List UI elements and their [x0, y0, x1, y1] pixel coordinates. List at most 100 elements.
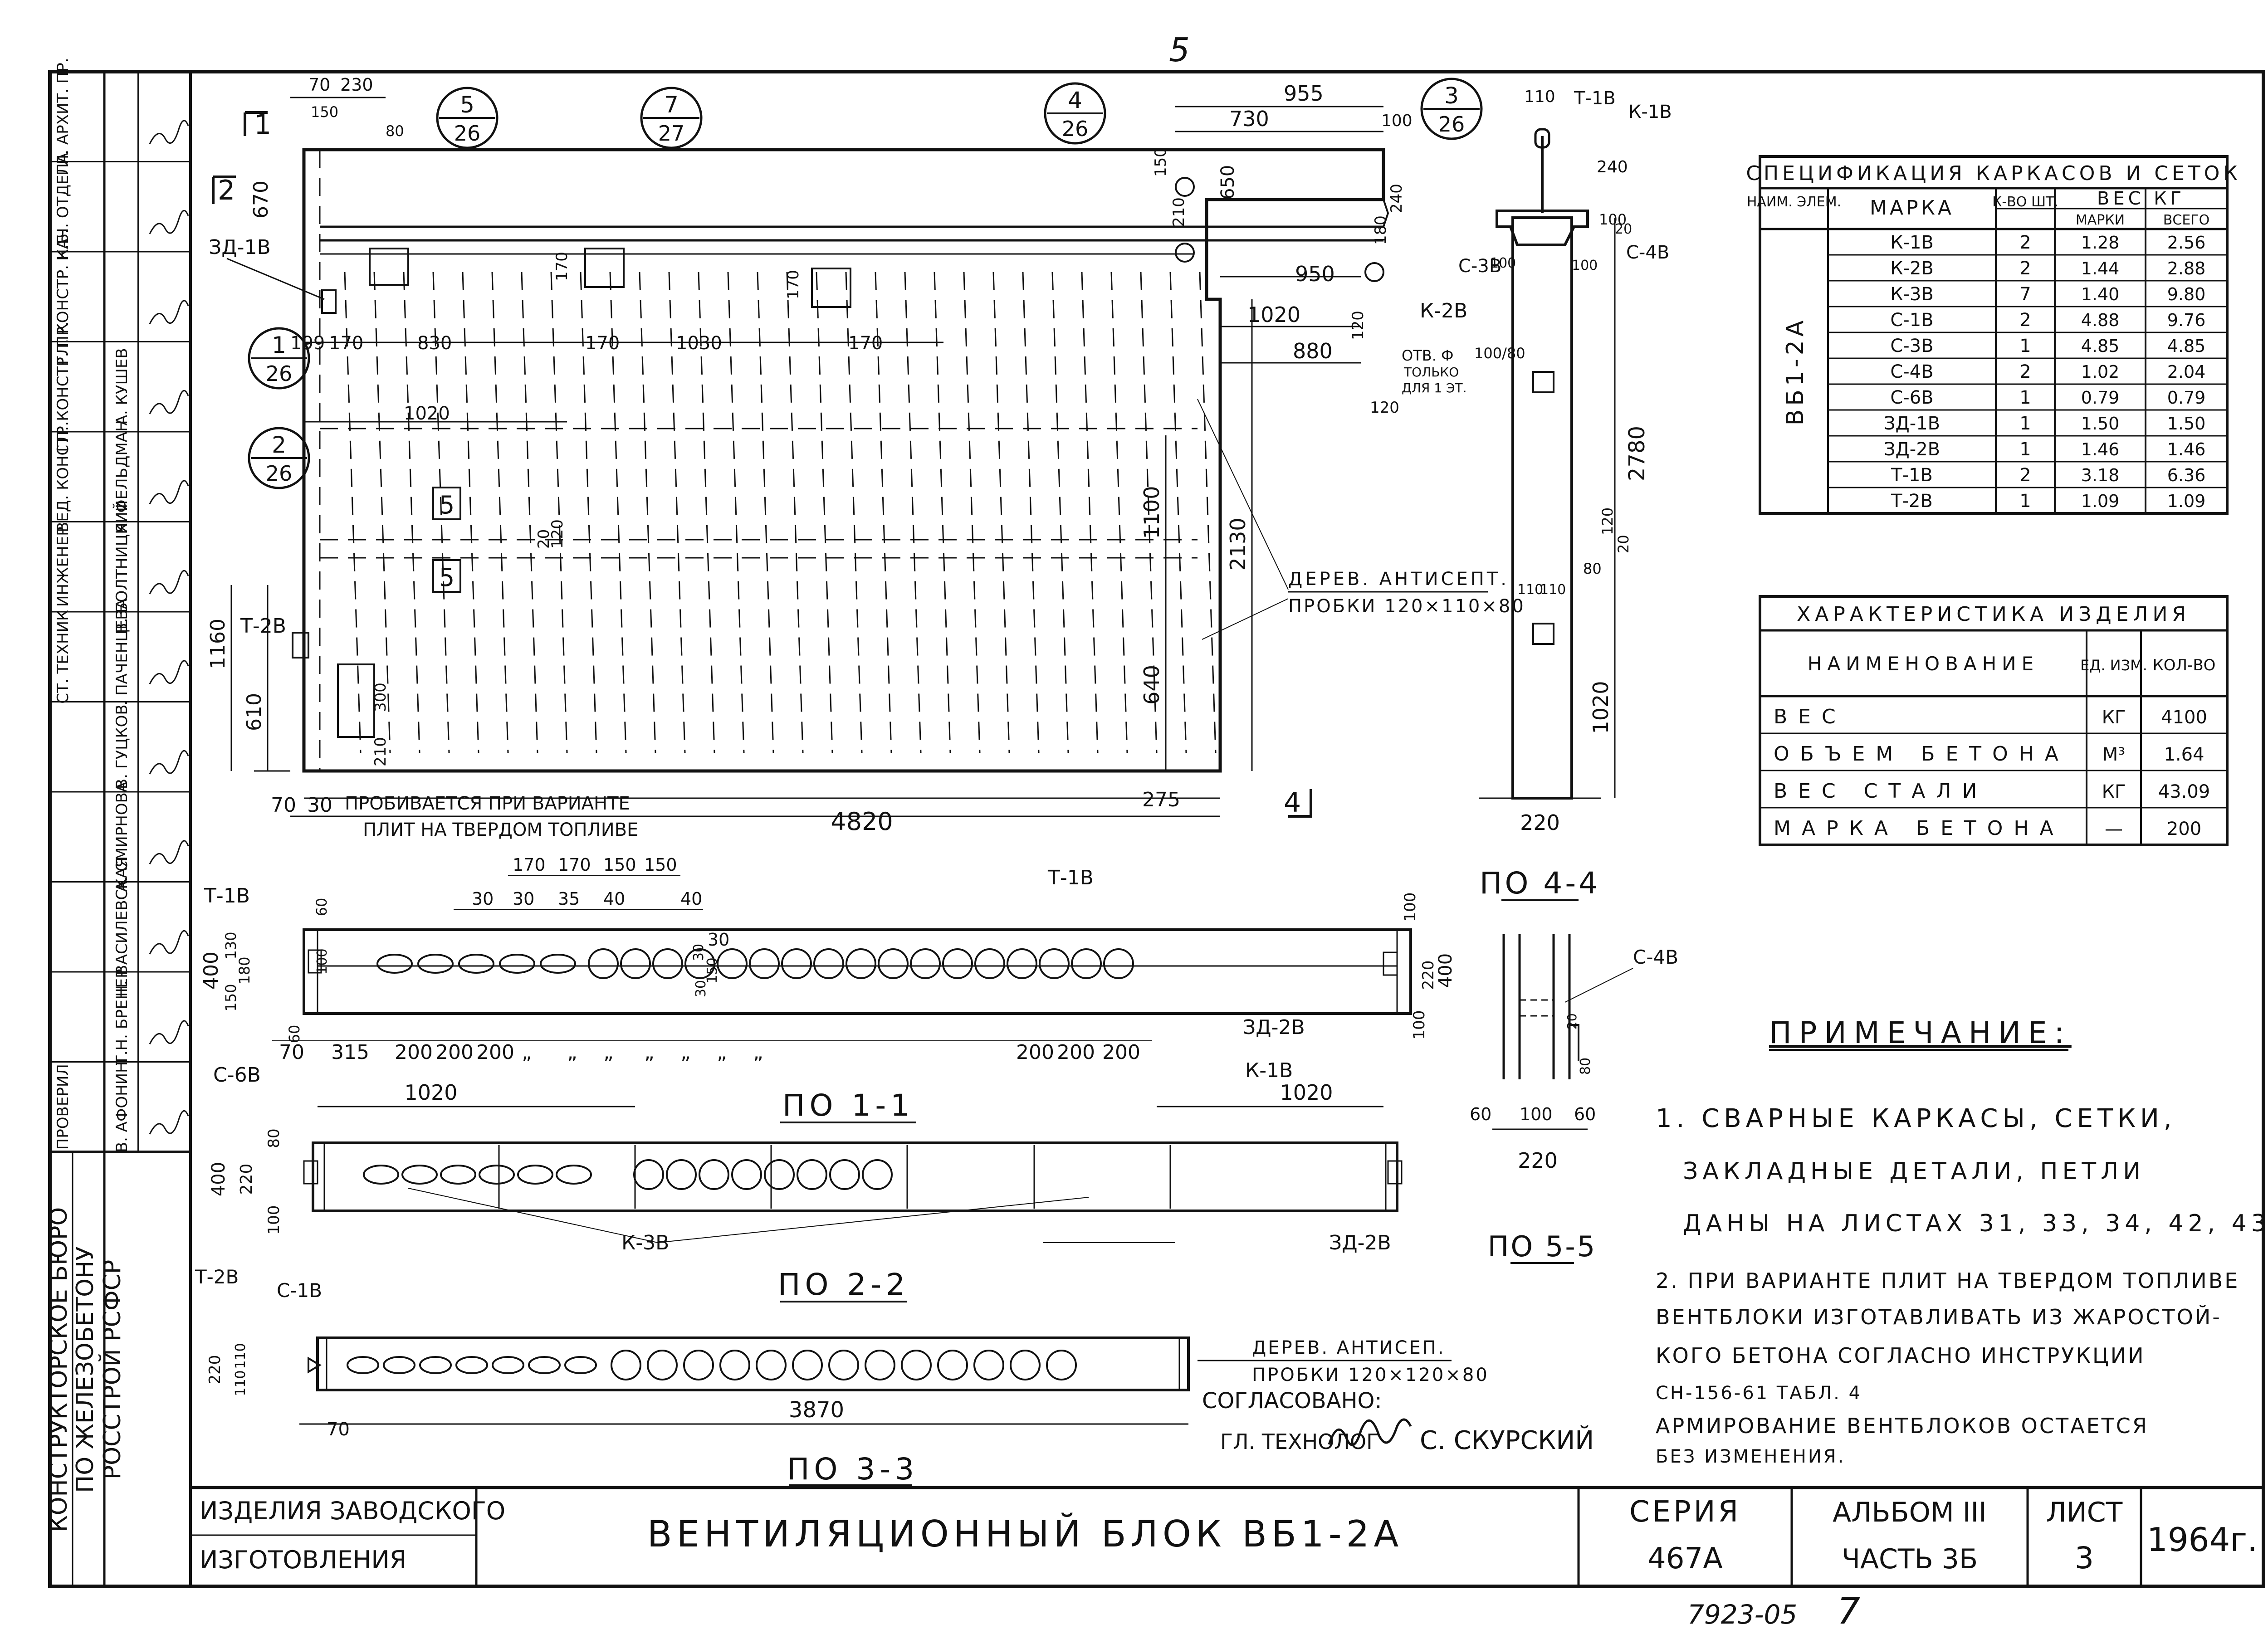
spec-row-weight: 4.85 — [2081, 336, 2120, 356]
stamp-signature-icon — [149, 390, 189, 415]
spec-row-total: 2.04 — [2167, 362, 2206, 382]
char-row-name: ОБЪЕМ БЕТОНА — [1774, 742, 2069, 766]
sec3-dim-110a: 110 — [233, 1343, 249, 1369]
sheet-frame — [48, 70, 2265, 1588]
stamp-name-5: Г. ПАЧЕНЦЕВА — [113, 599, 131, 715]
rt-dim-240: 240 — [1388, 184, 1406, 213]
char-title: ХАРАКТЕРИСТИКА ИЗДЕЛИЯ — [1797, 603, 2190, 626]
spec-row-qty: 2 — [2019, 310, 2031, 331]
char-row-unit: КГ — [2102, 781, 2126, 802]
sec1-side-dim: 150 — [704, 957, 720, 983]
spec-row-total: 2.88 — [2167, 259, 2206, 278]
sec5-label: ПО 5-5 — [1488, 1230, 1597, 1263]
callout-circle — [1044, 82, 1106, 145]
sec1-top-dim: 30 — [472, 889, 494, 909]
org-line-3: РОССТРОЙ РСФСР — [98, 1260, 126, 1479]
sec3-mark-c1b: С-1В — [277, 1279, 322, 1302]
sec1-bottom-dim: „ — [603, 1041, 614, 1064]
elevation-view: 5 5 1 2 4 4820 70 30 275 ПРОБИВАЕТСЯ ПРИ… — [206, 75, 1525, 840]
side-dim-220: 220 — [1520, 810, 1560, 835]
stamp-name-3: А. СМИРНОВА — [113, 782, 131, 892]
sec1-bottom-dim: 315 — [331, 1041, 369, 1064]
stamp-signature-icon — [149, 120, 189, 144]
spec-row-total: 0.79 — [2167, 388, 2206, 408]
notes-title: ПРИМЕЧАНИЕ: — [1769, 1015, 2072, 1050]
callout-top: 7 — [664, 92, 679, 118]
side-dim-100a: 100 — [1490, 255, 1516, 271]
section-mark-1: 1 — [254, 109, 271, 141]
stamp-name-0: В. АФОНИН — [113, 1061, 131, 1152]
stamp-signature-icon — [149, 840, 189, 864]
sec1-bottom-dim: „ — [522, 1041, 532, 1064]
height-2130: 2130 — [1226, 517, 1250, 571]
sheet-label: ЛИСТ — [2046, 1497, 2123, 1528]
org-line-1: КОНСТРУКТОРСКОЕ БЮРО — [45, 1207, 73, 1532]
sec1-label: ПО 1-1 — [782, 1088, 914, 1123]
rt-dim-955: 955 — [1284, 81, 1324, 106]
sec5-dim-100: 100 — [1520, 1104, 1553, 1124]
mark-t2b: Т-2В — [240, 615, 286, 638]
approval-signature-icon — [1328, 1418, 1412, 1446]
note-line: 2. ПРИ ВАРИАНТЕ ПЛИТ НА ТВЕРДОМ ТОПЛИВЕ — [1656, 1268, 2239, 1293]
char-row-name: ВЕС — [1774, 705, 1847, 728]
spec-row-weight: 1.28 — [2081, 233, 2120, 253]
stamp-signature-icon — [149, 930, 189, 955]
top-dim-70: 70 — [308, 75, 330, 95]
rt-dim-880: 880 — [1293, 339, 1333, 363]
mark-zd1b: ЗД-1В — [209, 236, 271, 259]
side-dim-80: 80 — [1583, 560, 1602, 577]
stamp-signature-icon — [149, 210, 189, 234]
char-row-unit: КГ — [2102, 707, 2126, 728]
side-dim-20b: 20 — [1615, 535, 1632, 553]
sec1-mark-t1b-left: Т-1В — [204, 884, 250, 907]
small-dim-170a: 170 — [553, 252, 571, 281]
rt-dim-650: 650 — [1217, 165, 1238, 200]
top-dim-150: 150 — [311, 103, 338, 121]
stamp-signature-icon — [149, 480, 189, 504]
stamp-name-8: А. КУШЕВ — [113, 348, 131, 425]
stamp-signature-icon — [149, 570, 189, 595]
dim-left-30: 30 — [307, 794, 332, 817]
spec-h-wtotal: ВСЕГО — [2163, 212, 2209, 228]
side-dim-110: 110 — [1524, 88, 1555, 106]
stamp-name-1: Т.Н. БРЕНЕР — [113, 969, 131, 1065]
sec1-side-dim: 60 — [286, 1025, 303, 1044]
rt-dim-120a: 120 — [1349, 311, 1367, 340]
sec1-top-dim: 30 — [708, 930, 729, 950]
sec5-dim-80: 80 — [1578, 1058, 1593, 1075]
sec2-dim-1020-left: 1020 — [404, 1080, 457, 1105]
spec-row-mark: ЗД-1В — [1884, 413, 1940, 434]
spec-row-qty: 2 — [2019, 258, 2031, 279]
sec1-side-dim: 220 — [1419, 961, 1437, 990]
sec1-bottom-dim: 200 — [1016, 1041, 1054, 1064]
side-dim-100b: 100 — [1572, 258, 1598, 273]
callout-circle — [248, 427, 310, 489]
sec3-mark-t2b: Т-2В — [195, 1266, 239, 1288]
sec1-top-dim: 170 — [558, 855, 591, 875]
char-row-unit: — — [2105, 819, 2123, 839]
stamp-signature-icon — [149, 300, 189, 324]
char-row-qty: 200 — [2167, 819, 2201, 839]
sec1-bottom-dim: „ — [717, 1041, 727, 1064]
sec1-bottom-dim: 200 — [476, 1041, 514, 1064]
sec1-side-dim: 30 — [691, 944, 707, 961]
rt-dim-1020: 1020 — [1247, 302, 1300, 327]
sec1-side-dim: 100 — [314, 948, 330, 974]
spec-row-total: 9.76 — [2167, 310, 2206, 330]
stamp-role-11: ГЛ. АРХИТ. ПР. — [54, 58, 72, 176]
height-610: 610 — [243, 693, 266, 731]
approval-label: СОГЛАСОВАНО: — [1202, 1388, 1382, 1414]
sec1-side-dim: 30 — [693, 980, 709, 997]
bottom-note-1: ПРОБИВАЕТСЯ ПРИ ВАРИАНТЕ — [345, 793, 630, 814]
spec-row-mark: С-1В — [1890, 310, 1933, 331]
small-dim-20: 20 — [535, 529, 553, 549]
callout-bottom: 26 — [1438, 112, 1465, 137]
stamp-name-4: В. ГУЦКОВ — [113, 704, 131, 789]
callout-bottom: 26 — [266, 361, 293, 386]
sec1-side-dim: 100 — [1401, 893, 1419, 922]
sec2-dim-220: 220 — [237, 1164, 256, 1195]
sec1-top-dim: 35 — [558, 889, 580, 909]
note-line: БЕЗ ИЗМЕНЕНИЯ. — [1656, 1446, 1845, 1467]
